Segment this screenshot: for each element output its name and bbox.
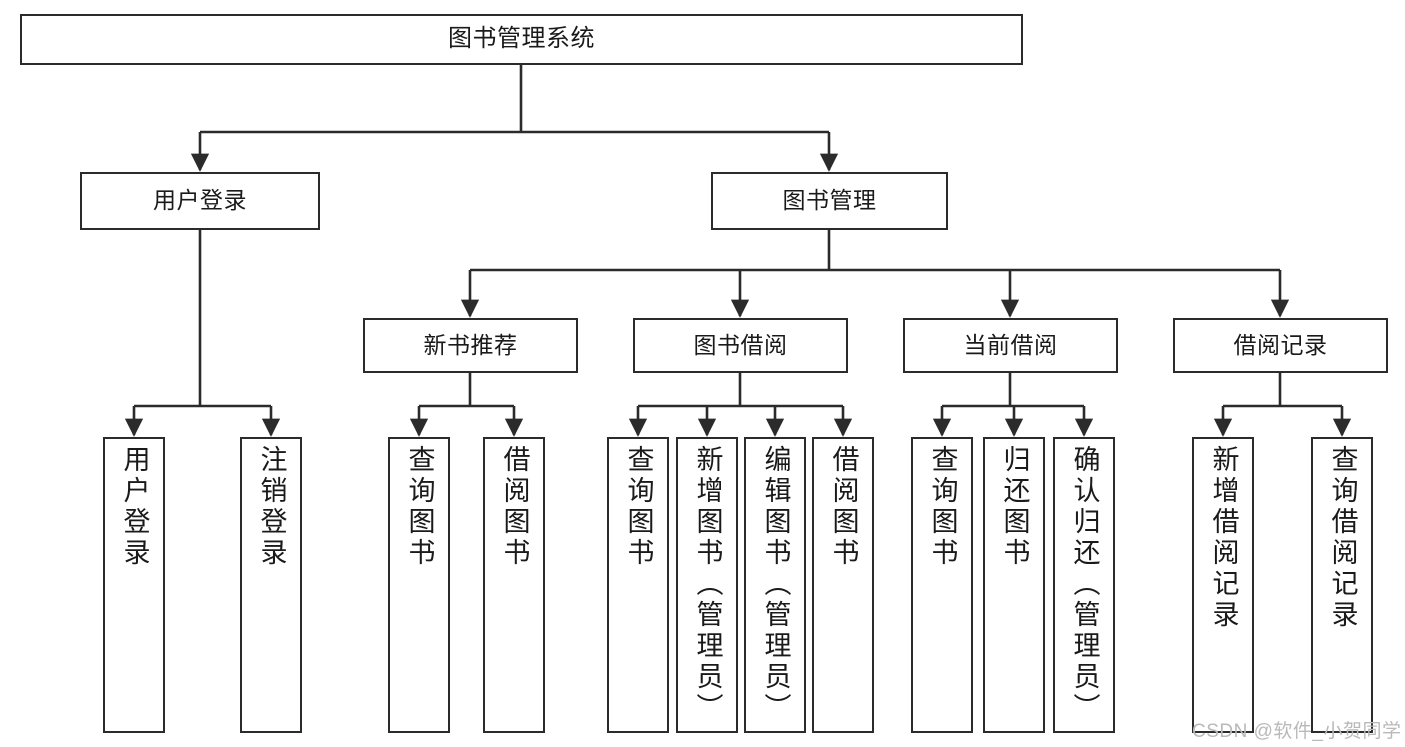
node-book-borrow[interactable]: 图书借阅 xyxy=(633,318,848,373)
node-leaf-user-login[interactable]: 用户登录 xyxy=(103,437,165,733)
node-leaf-confirm-return-label: 确认归还（管理员） xyxy=(1069,445,1100,724)
node-leaf-edit-book[interactable]: 编辑图书（管理员） xyxy=(744,437,806,733)
node-leaf-query-book-2[interactable]: 查询图书 xyxy=(607,437,669,733)
node-leaf-confirm-return[interactable]: 确认归还（管理员） xyxy=(1053,437,1115,733)
node-leaf-query-book-1[interactable]: 查询图书 xyxy=(388,437,450,733)
node-leaf-query-book-3-label: 查询图书 xyxy=(927,445,958,569)
node-root-label: 图书管理系统 xyxy=(448,25,595,53)
node-leaf-add-book[interactable]: 新增图书（管理员） xyxy=(676,437,738,733)
node-leaf-edit-book-label: 编辑图书（管理员） xyxy=(760,445,791,724)
node-borrow-record[interactable]: 借阅记录 xyxy=(1173,318,1388,373)
node-leaf-user-login-label: 用户登录 xyxy=(119,445,150,569)
node-leaf-logout-label: 注销登录 xyxy=(256,445,287,569)
node-leaf-query-record[interactable]: 查询借阅记录 xyxy=(1311,437,1373,733)
node-leaf-query-book-2-label: 查询图书 xyxy=(623,445,654,569)
node-user-login[interactable]: 用户登录 xyxy=(80,172,320,230)
node-leaf-return-book[interactable]: 归还图书 xyxy=(983,437,1045,733)
node-current-borrow[interactable]: 当前借阅 xyxy=(903,318,1118,373)
node-new-book-rec-label: 新书推荐 xyxy=(423,331,518,358)
node-book-borrow-label: 图书借阅 xyxy=(693,331,788,358)
node-current-borrow-label: 当前借阅 xyxy=(963,331,1058,358)
node-book-manage-label: 图书管理 xyxy=(782,187,877,214)
node-leaf-query-book-1-label: 查询图书 xyxy=(404,445,435,569)
node-leaf-query-record-label: 查询借阅记录 xyxy=(1327,445,1358,631)
node-root[interactable]: 图书管理系统 xyxy=(20,14,1023,65)
node-leaf-add-book-label: 新增图书（管理员） xyxy=(692,445,723,724)
node-leaf-add-record-label: 新增借阅记录 xyxy=(1208,445,1239,631)
node-leaf-logout[interactable]: 注销登录 xyxy=(240,437,302,733)
node-book-manage[interactable]: 图书管理 xyxy=(711,172,948,230)
node-leaf-query-book-3[interactable]: 查询图书 xyxy=(911,437,973,733)
node-leaf-borrow-book-2[interactable]: 借阅图书 xyxy=(812,437,874,733)
node-leaf-add-record[interactable]: 新增借阅记录 xyxy=(1192,437,1254,733)
node-borrow-record-label: 借阅记录 xyxy=(1233,331,1328,358)
node-leaf-return-book-label: 归还图书 xyxy=(999,445,1030,569)
node-user-login-label: 用户登录 xyxy=(153,187,247,214)
node-leaf-borrow-book-1-label: 借阅图书 xyxy=(499,445,530,569)
node-leaf-borrow-book-1[interactable]: 借阅图书 xyxy=(483,437,545,733)
node-leaf-borrow-book-2-label: 借阅图书 xyxy=(828,445,859,569)
node-new-book-rec[interactable]: 新书推荐 xyxy=(363,318,578,373)
